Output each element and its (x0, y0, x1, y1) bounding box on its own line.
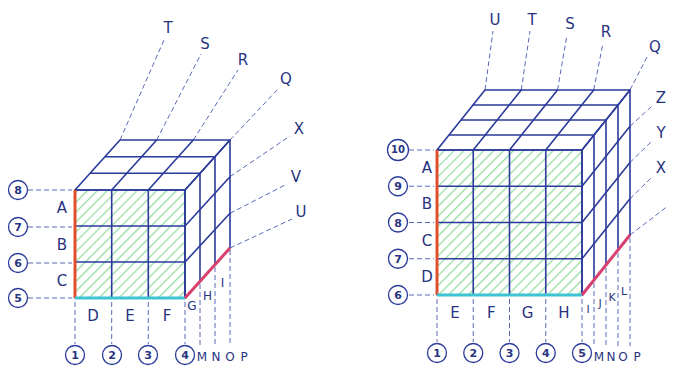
edge-label: U (490, 13, 501, 28)
edge-label: N (212, 351, 221, 363)
callout-number: 9 (394, 181, 402, 192)
edge-label: G (522, 306, 534, 321)
edge-label: U (296, 205, 307, 220)
callout-number: 10 (391, 145, 405, 155)
edge-label: C (422, 234, 432, 249)
edge-label: A (57, 201, 67, 216)
edge-label: Q (280, 72, 292, 87)
edge-label: D (87, 309, 99, 324)
edge-label: X (656, 161, 666, 176)
callout-number: 2 (469, 348, 477, 359)
edge-label: P (633, 351, 640, 363)
edge-label: T (527, 13, 536, 28)
edge-label: Z (656, 91, 666, 106)
edge-label: M (197, 351, 207, 363)
edge-label: O (618, 351, 627, 363)
edge-label: J (598, 298, 601, 309)
edge-label: S (565, 17, 575, 32)
callout-number: 1 (71, 350, 79, 361)
callout-number: 7 (14, 222, 22, 233)
callout-number: 8 (394, 217, 402, 228)
callout-number: 7 (394, 253, 402, 264)
edge-label: F (163, 309, 172, 324)
edge-label: T (163, 21, 172, 36)
callout-number: 3 (506, 348, 514, 359)
edge-label: K (608, 292, 615, 303)
edge-label: C (57, 274, 67, 289)
edge-label: X (294, 122, 304, 137)
edge-label: F (487, 306, 496, 321)
edge-label: L (621, 286, 627, 297)
callout-number: 5 (14, 293, 22, 304)
edge-label: N (607, 351, 616, 363)
callout-number: 3 (144, 350, 152, 361)
callout-number: 1 (433, 348, 441, 359)
edge-label: M (594, 351, 604, 363)
edge-label: G (187, 300, 196, 312)
edge-label: S (200, 37, 210, 52)
edge-label: R (238, 53, 248, 68)
callout-number: 5 (578, 348, 586, 359)
edge-label: A (422, 161, 432, 176)
edge-label: E (450, 306, 459, 321)
edge-label: V (291, 170, 301, 185)
edge-label: E (125, 309, 134, 324)
callout-number: 4 (542, 348, 550, 359)
edge-label: I (586, 304, 589, 315)
edge-label: B (422, 197, 432, 212)
edge-label: P (240, 351, 247, 363)
edge-label: H (203, 290, 212, 302)
edge-label: I (221, 277, 225, 289)
callout-number: 6 (394, 290, 402, 301)
callout-number: 6 (14, 258, 22, 269)
callout-number: 8 (14, 185, 22, 196)
edge-label: Q (649, 40, 661, 55)
edge-label: D (421, 270, 433, 285)
edge-label: R (601, 25, 611, 40)
edge-label: B (57, 238, 67, 253)
edge-label: Y (656, 126, 665, 141)
edge-label: O (225, 351, 234, 363)
callout-number: 4 (181, 350, 189, 361)
callout-number: 2 (108, 350, 116, 361)
edge-label: H (558, 306, 569, 321)
